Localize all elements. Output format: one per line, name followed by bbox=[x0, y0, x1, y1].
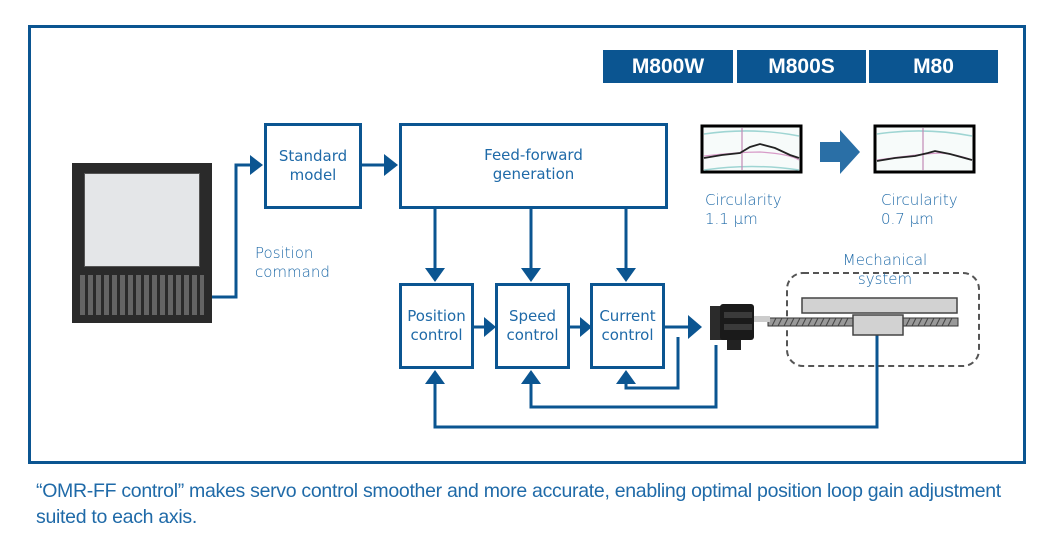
circularity-before-label: Circularity 1.1 µm bbox=[705, 191, 782, 229]
arrowhead bbox=[521, 268, 541, 282]
circularity-after-label: Circularity 0.7 µm bbox=[881, 191, 958, 229]
mechanical-line2: system bbox=[857, 270, 913, 288]
circularity-after-value: 0.7 µm bbox=[881, 210, 934, 228]
position-command-line2: command bbox=[255, 263, 330, 281]
arrowhead bbox=[384, 154, 398, 176]
wire-position-feedback bbox=[433, 335, 879, 429]
mechanical-line1: Mechanical bbox=[842, 251, 928, 269]
arrowhead bbox=[521, 370, 541, 384]
arrowhead bbox=[616, 370, 636, 384]
speed-control-label: Speed control bbox=[506, 307, 559, 344]
feed-forward-block: Feed-forward generation bbox=[399, 123, 668, 209]
standard-model-label: Standard model bbox=[278, 147, 348, 184]
servo-motor-icon bbox=[710, 304, 770, 350]
current-control-label: Current control bbox=[599, 307, 656, 344]
improvement-arrow-icon bbox=[820, 130, 860, 174]
speed-control-block: Speed control bbox=[495, 283, 570, 369]
arrowhead bbox=[580, 317, 592, 337]
wire-speed-feedback bbox=[529, 345, 718, 409]
circularity-plot-after bbox=[873, 124, 976, 174]
arrowhead bbox=[250, 155, 263, 175]
machine-table bbox=[801, 297, 958, 314]
diagram-frame bbox=[28, 25, 1026, 464]
circularity-before-value: 1.1 µm bbox=[705, 210, 758, 228]
arrowhead bbox=[616, 268, 636, 282]
position-command-label: Position command bbox=[255, 244, 330, 282]
mechanical-system-label: Mechanical system bbox=[835, 251, 935, 289]
current-control-block: Current control bbox=[590, 283, 665, 369]
slider-nut bbox=[852, 314, 904, 336]
position-command-line1: Position bbox=[255, 244, 314, 262]
arrowhead bbox=[688, 315, 702, 339]
arrowhead bbox=[484, 317, 496, 337]
cnc-keypad bbox=[80, 275, 204, 315]
wire-position-command bbox=[210, 163, 252, 299]
mechanical-system-boundary bbox=[786, 272, 980, 367]
feed-forward-label: Feed-forward generation bbox=[484, 146, 583, 183]
circularity-before-title: Circularity bbox=[705, 191, 782, 209]
position-control-block: Position control bbox=[399, 283, 474, 369]
model-badge-m80: M80 bbox=[869, 50, 998, 83]
figure-caption: “OMR-FF control” makes servo control smo… bbox=[36, 480, 1001, 528]
standard-model-block: Standard model bbox=[264, 123, 362, 209]
arrowhead bbox=[425, 370, 445, 384]
cnc-screen bbox=[84, 173, 200, 267]
arrowhead bbox=[425, 268, 445, 282]
model-badge-m800w: M800W bbox=[603, 50, 733, 83]
position-control-label: Position control bbox=[407, 307, 466, 344]
circularity-plot-before bbox=[700, 124, 803, 174]
cnc-controller-image bbox=[72, 163, 212, 323]
circularity-after-title: Circularity bbox=[881, 191, 958, 209]
model-badge-m800s: M800S bbox=[737, 50, 866, 83]
